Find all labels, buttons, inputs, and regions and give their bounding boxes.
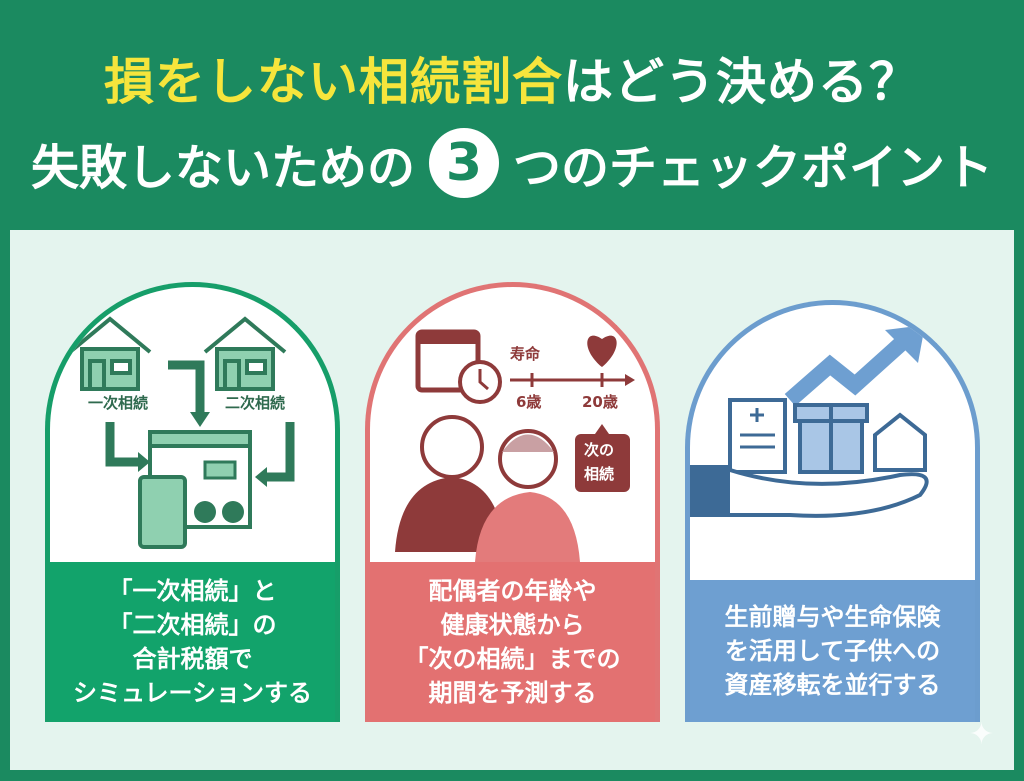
title-line-1: 損をしない相続割合はどう決める？ [0,42,1024,114]
arrow-icon [265,422,295,482]
sparkle-icon: ✦ [968,717,994,752]
caption-line: 「二次相続」の [108,611,277,639]
subtitle-after: つのチェックポイント [513,140,994,196]
label-second-inheritance: 二次相続 [225,394,286,412]
label-age-20: 20歳 [582,393,618,411]
caption-line: 資産移転を並行する [724,671,941,699]
subtitle-before: 失敗しないための [30,140,415,196]
caption-line: 合計税額で [132,645,253,673]
caption: 配偶者の年齢や 健康状態から 「次の相続」までの 期間を予測する [370,562,655,722]
card-next-inheritance: 寿命 6歳 20歳 次の 相続 配偶者の年齢や 健康状態から 「次の相続」までの… [365,282,660,722]
caption-line: シミュレーションする [72,679,313,707]
label-inheritance: 相続 [584,465,615,483]
minus-icon [194,501,216,523]
card-simulation: 一次相続 二次相続 「一次相続」と 「二次相続」の 合計税額で シミュレーション… [45,282,340,722]
label-next: 次の [584,441,615,459]
caption-line: を活用して子供への [724,637,941,665]
caption: 生前贈与や生命保険 を活用して子供への 資産移転を並行する [690,580,975,722]
house-icon [873,412,927,472]
asset-transfer-illustration [690,325,929,518]
caption-line: 配偶者の年齢や [428,577,597,605]
tax-simulation-illustration [68,316,295,549]
label-first-inheritance: 一次相続 [88,394,149,412]
label-lifespan: 寿命 [510,345,541,363]
age-timeline-illustration [395,329,635,562]
caption: 「一次相続」と 「二次相続」の 合計税額で シミュレーションする [50,562,335,722]
growth-arrow-icon [784,334,911,407]
arrow-icon [105,422,140,467]
calculator-icon [138,475,187,549]
house-icon [203,316,287,391]
hand-icon [690,468,929,518]
caption-line: 「次の相続」までの [404,645,621,673]
caption-line: 生前贈与や生命保険 [724,603,941,631]
caption-line: 期間を予測する [428,679,597,707]
content-panel: 一次相続 二次相続 「一次相続」と 「二次相続」の 合計税額で シミュレーション… [10,230,1014,770]
elderly-man-icon [395,415,505,552]
number-badge: 3 [429,128,499,198]
title-highlight: 損をしない相続割合 [104,53,563,111]
caption-line: 「一次相続」と [108,577,277,605]
title-rest: はどう決める？ [563,53,920,111]
elderly-woman-icon [475,429,580,562]
arrow-icon [168,360,205,415]
caption-line: 健康状態から [440,611,585,639]
card-asset-transfer: 生前贈与や生命保険 を活用して子供への 資産移転を並行する [685,300,980,722]
house-icon [68,316,152,391]
plus-icon [222,501,244,523]
heart-icon [587,335,617,367]
next-inheritance-bubble [575,434,630,492]
label-age-6: 6歳 [516,393,542,411]
